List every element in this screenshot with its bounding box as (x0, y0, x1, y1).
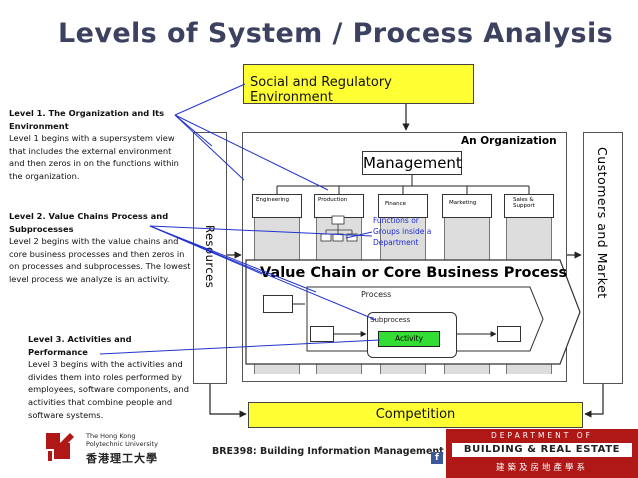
dept-sales: Sales & Support (504, 194, 554, 218)
level2-note: Level 2. Value Chains Process and Subpro… (9, 210, 191, 286)
level1-heading: Level 1. The Organization and Its Enviro… (9, 108, 165, 131)
process-label: Process (361, 290, 392, 299)
customers-to-competition-arrow (584, 384, 604, 418)
functions-org-chart (320, 215, 358, 242)
organization-label: An Organization (461, 135, 557, 147)
department-line2: BUILDING & REAL ESTATE (452, 443, 632, 457)
subprocess-label: Subprocess (370, 316, 411, 324)
dept-engineering: Engineering (252, 194, 302, 218)
value-chain-label: Value Chain or Core Business Process (260, 265, 568, 281)
university-name-zh: 香港理工大學 (86, 452, 158, 465)
resources-label: Resources (203, 225, 217, 289)
level3-note: Level 3. Activities and Performance Leve… (28, 333, 190, 421)
page-title: Levels of System / Process Analysis (58, 18, 614, 49)
customers-market-bar: Customers and Market (583, 132, 623, 384)
dept-finance: Finance (378, 194, 428, 218)
management-box: Management (362, 151, 462, 175)
activity-box: Activity (378, 331, 440, 347)
facebook-icon: f (431, 452, 443, 464)
course-footer: BRE398: Building Information Management (212, 446, 444, 457)
department-line3: 建築及房地產學系 (495, 463, 588, 473)
functions-label: Functions or Groups inside a Department (373, 216, 432, 247)
social-environment-label: Social and Regulatory Environment (250, 75, 392, 105)
process-step-a (310, 326, 334, 342)
social-environment-box: Social and Regulatory Environment (243, 64, 474, 105)
competition-box: Competition (248, 402, 583, 428)
level3-heading: Level 3. Activities and Performance (28, 334, 132, 357)
level2-heading: Level 2. Value Chains Process and Subpro… (9, 211, 169, 234)
process-step-b (497, 326, 521, 342)
university-name-line2: Polytechnic University (86, 440, 158, 448)
university-name: The Hong Kong Polytechnic University (86, 432, 158, 448)
level1-note: Level 1. The Organization and Its Enviro… (9, 107, 189, 183)
dept-marketing: Marketing (442, 194, 492, 218)
university-name-line1: The Hong Kong (86, 432, 136, 440)
resources-bar: Resources (193, 132, 227, 384)
process-step-input (263, 295, 293, 313)
resources-to-competition-arrow (209, 384, 247, 418)
level1-body: Level 1 begins with a supersystem view t… (9, 133, 179, 181)
polyu-logo-icon (46, 433, 74, 461)
department-banner: DEPARTMENT OF BUILDING & REAL ESTATE 建築及… (446, 429, 638, 478)
competition-label: Competition (375, 407, 456, 422)
level2-body: Level 2 begins with the value chains and… (9, 236, 191, 284)
level3-body: Level 3 begins with the activities and d… (28, 359, 189, 420)
department-line1: DEPARTMENT OF (491, 431, 593, 440)
customers-market-label: Customers and Market (595, 147, 610, 299)
